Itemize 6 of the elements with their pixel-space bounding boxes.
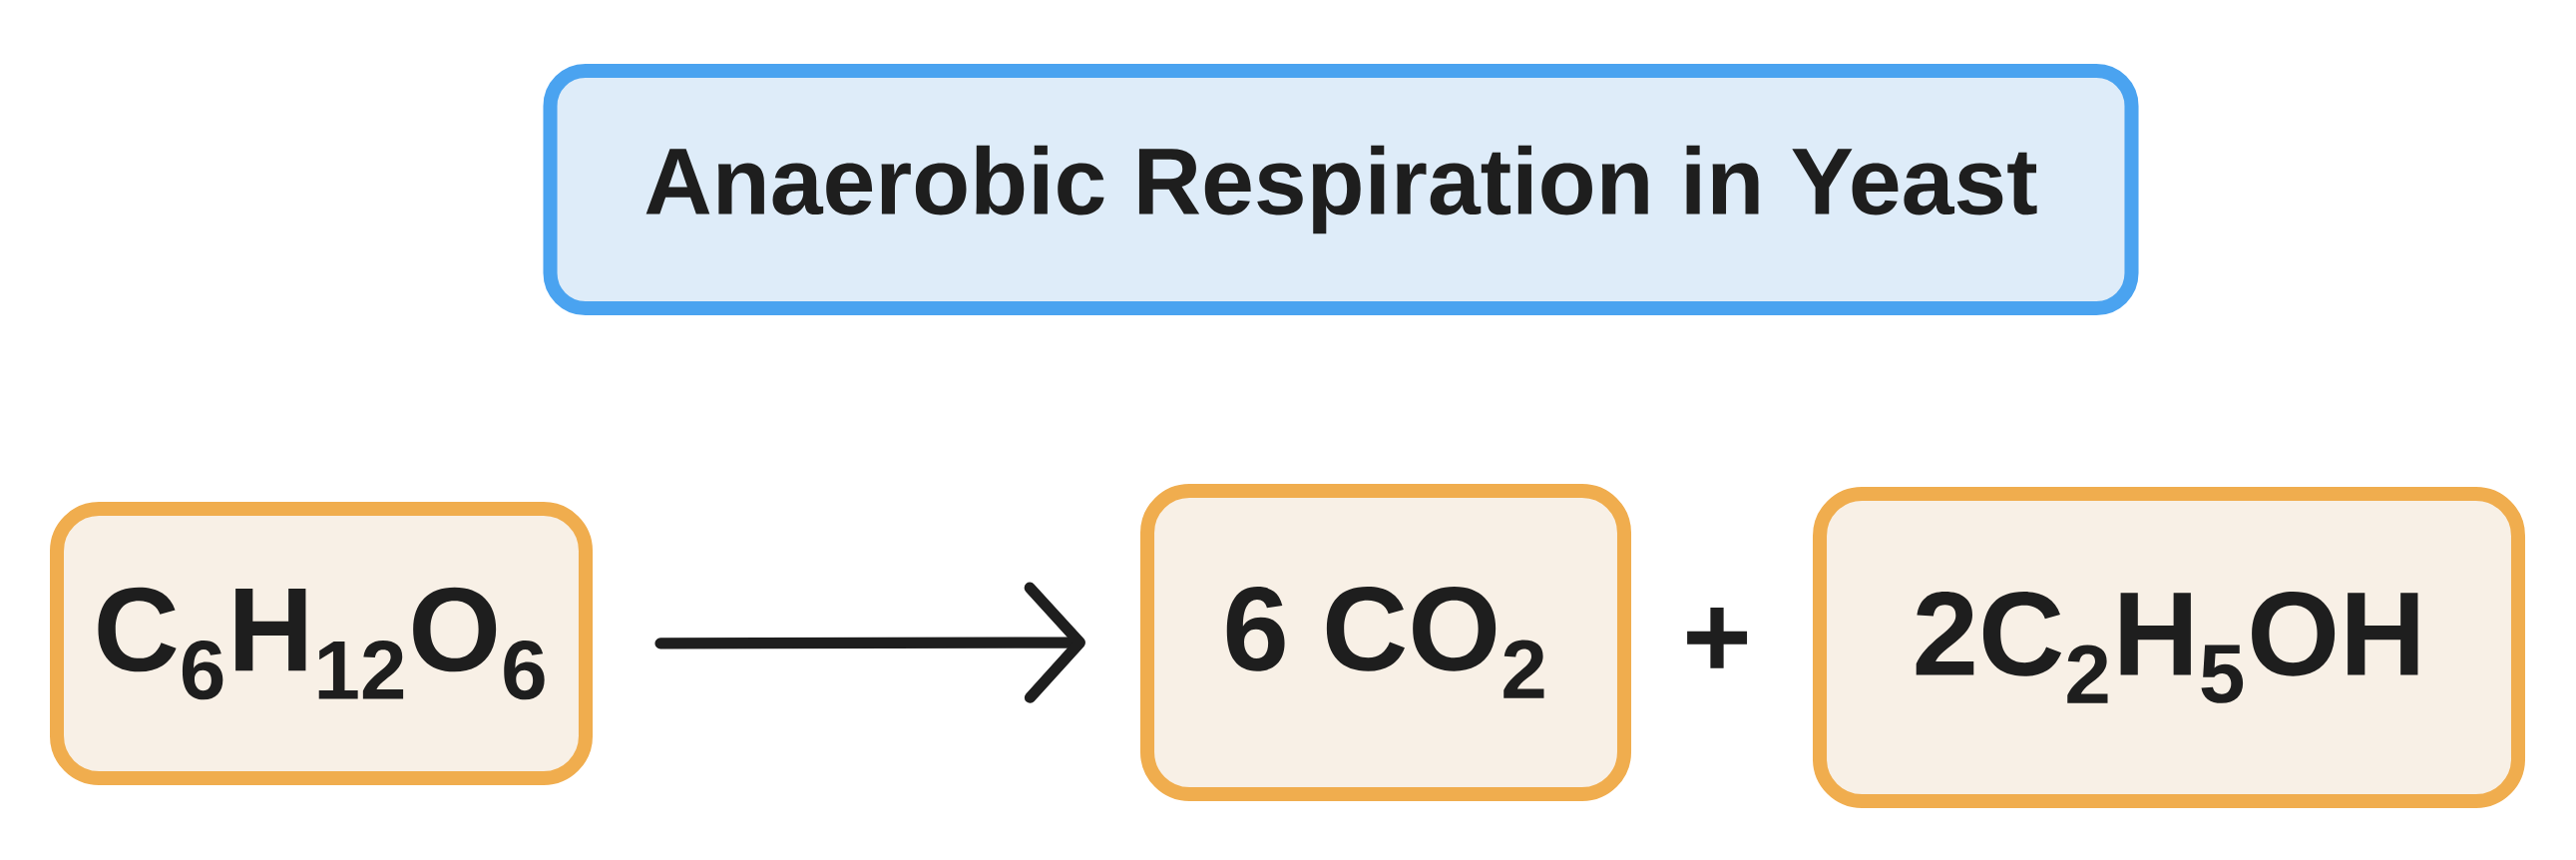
- formula-box: 6 CO$_{2}$: [1140, 484, 1632, 802]
- formula-box: C$_{6}$H$_{12}$O$_{6}$: [50, 501, 594, 786]
- formula-box: 2C$_{2}$H$_{5}$OH: [1813, 486, 2526, 809]
- arrow: [654, 582, 1085, 703]
- plus-sign: +: [1687, 608, 1748, 668]
- title-banner: Anaerobic Respiration in Yeast: [543, 63, 2139, 316]
